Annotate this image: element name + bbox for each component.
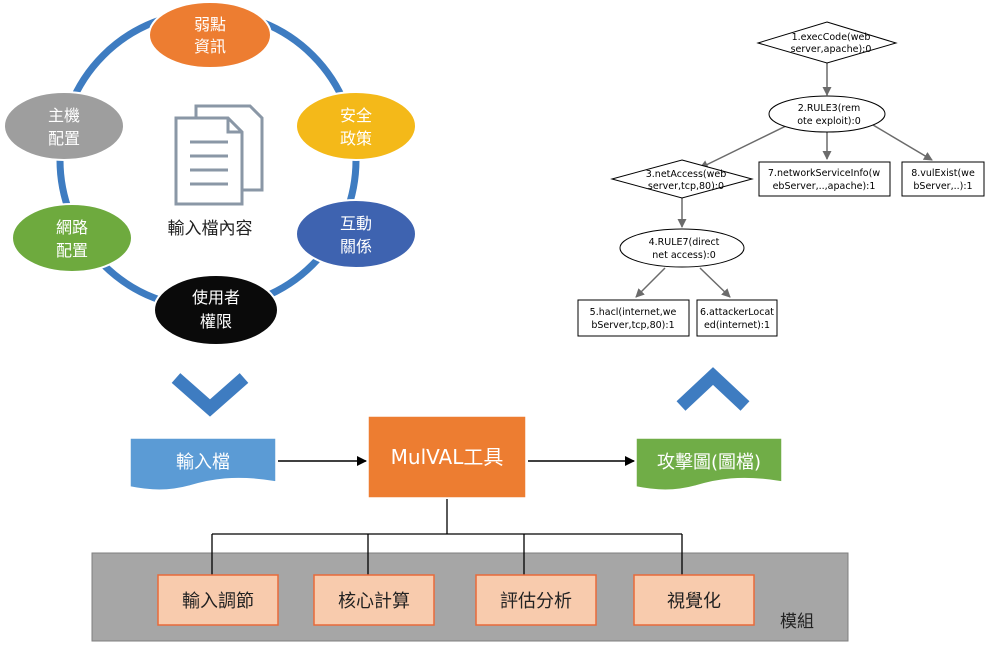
svg-text:server,apache):0: server,apache):0 (791, 44, 872, 55)
svg-text:輸入調節: 輸入調節 (182, 591, 254, 612)
edge-n2-n3 (699, 123, 791, 169)
svg-text:5.hacl(internet,we: 5.hacl(internet,we (590, 307, 677, 318)
graph-node-8: 8.vulExist(we bServer,..):1 (901, 161, 985, 197)
attack-graph-output-label: 攻擊圖(圖檔) (657, 452, 761, 473)
edge-n4-n5 (635, 267, 666, 298)
module-visualization: 視覺化 (633, 574, 755, 626)
svg-text:ed(internet):1: ed(internet):1 (704, 320, 770, 331)
graph-node-6: 6.attackerLocat ed(internet):1 (696, 299, 778, 337)
document-icon (174, 104, 264, 206)
svg-text:7.networkServiceInfo(w: 7.networkServiceInfo(w (768, 168, 880, 179)
cycle-node-network: 網路 配置 (11, 203, 133, 273)
cycle-node-host: 主機 配置 (3, 91, 125, 161)
mulval-tool-box (367, 415, 527, 499)
svg-text:權限: 權限 (200, 312, 232, 331)
svg-text:使用者: 使用者 (192, 288, 240, 307)
modules-panel: 輸入調節 核心計算 評估分析 視覺化 模組 (91, 499, 849, 642)
svg-text:net access):0: net access):0 (652, 250, 716, 261)
svg-text:互動: 互動 (340, 214, 372, 233)
graph-node-5: 5.hacl(internet,we bServer,tcp,80):1 (577, 299, 690, 337)
modules-label: 模組 (780, 612, 814, 632)
svg-text:1.execCode(web: 1.execCode(web (792, 32, 871, 43)
svg-text:評估分析: 評估分析 (500, 591, 572, 612)
svg-text:6.attackerLocat: 6.attackerLocat (700, 307, 774, 318)
cycle-node-vuln: 弱點 資訊 (148, 1, 272, 69)
input-file-label: 輸入檔 (176, 452, 230, 473)
cycle-node-policy: 安全 政策 (295, 91, 417, 161)
main-flow: 輸入檔 MulVAL工具 攻擊圖(圖檔) (129, 415, 783, 499)
module-core-compute: 核心計算 (313, 574, 435, 626)
svg-text:server,tcp,80):0: server,tcp,80):0 (648, 181, 724, 192)
svg-text:配置: 配置 (56, 241, 88, 260)
mulval-tool-label: MulVAL工具 (391, 445, 504, 469)
edge-n2-n8 (867, 121, 933, 161)
svg-text:核心計算: 核心計算 (338, 591, 410, 612)
svg-text:4.RULE7(direct: 4.RULE7(direct (649, 237, 720, 248)
svg-text:ebServer,..,apache):1: ebServer,..,apache):1 (773, 181, 876, 192)
module-evaluation: 評估分析 (475, 574, 597, 626)
svg-text:視覺化: 視覺化 (667, 591, 721, 612)
chevron-up-icon (676, 367, 750, 411)
svg-text:ote exploit):0: ote exploit):0 (797, 116, 861, 127)
svg-text:網路: 網路 (56, 218, 88, 237)
attack-graph: 1.execCode(web server,apache):0 2.RULE3(… (577, 21, 985, 337)
graph-node-7: 7.networkServiceInfo(w ebServer,..,apach… (758, 161, 891, 197)
graph-node-4: 4.RULE7(direct net access):0 (619, 228, 745, 268)
edge-n4-n6 (699, 267, 731, 298)
cycle-center-label: 輸入檔內容 (168, 219, 253, 239)
module-input-adjust: 輸入調節 (157, 574, 279, 626)
svg-text:弱點: 弱點 (194, 15, 226, 34)
graph-node-2: 2.RULE3(rem ote exploit):0 (768, 95, 886, 133)
input-file-shape (129, 437, 277, 491)
svg-text:配置: 配置 (48, 129, 80, 148)
svg-text:政策: 政策 (340, 129, 372, 148)
svg-text:資訊: 資訊 (194, 37, 226, 56)
svg-text:2.RULE3(rem: 2.RULE3(rem (798, 103, 860, 114)
svg-text:bServer,tcp,80):1: bServer,tcp,80):1 (591, 320, 674, 331)
cycle-node-interaction: 互動 關係 (295, 199, 417, 269)
graph-node-1: 1.execCode(web server,apache):0 (756, 21, 898, 64)
chevron-down-icon (171, 373, 249, 417)
attack-graph-output-shape (635, 437, 783, 491)
svg-text:bServer,..):1: bServer,..):1 (913, 181, 972, 192)
svg-text:8.vulExist(we: 8.vulExist(we (911, 168, 975, 179)
svg-text:主機: 主機 (48, 106, 80, 125)
input-content-cycle: 輸入檔內容 弱點 資訊 安全 政策 互動 關係 使用者 權限 網路 配置 (3, 1, 417, 346)
svg-text:安全: 安全 (340, 106, 372, 125)
graph-node-3: 3.netAccess(web server,tcp,80):0 (610, 159, 754, 199)
svg-text:關係: 關係 (340, 237, 372, 256)
cycle-node-privilege: 使用者 權限 (153, 274, 279, 346)
svg-text:3.netAccess(web: 3.netAccess(web (646, 169, 727, 180)
